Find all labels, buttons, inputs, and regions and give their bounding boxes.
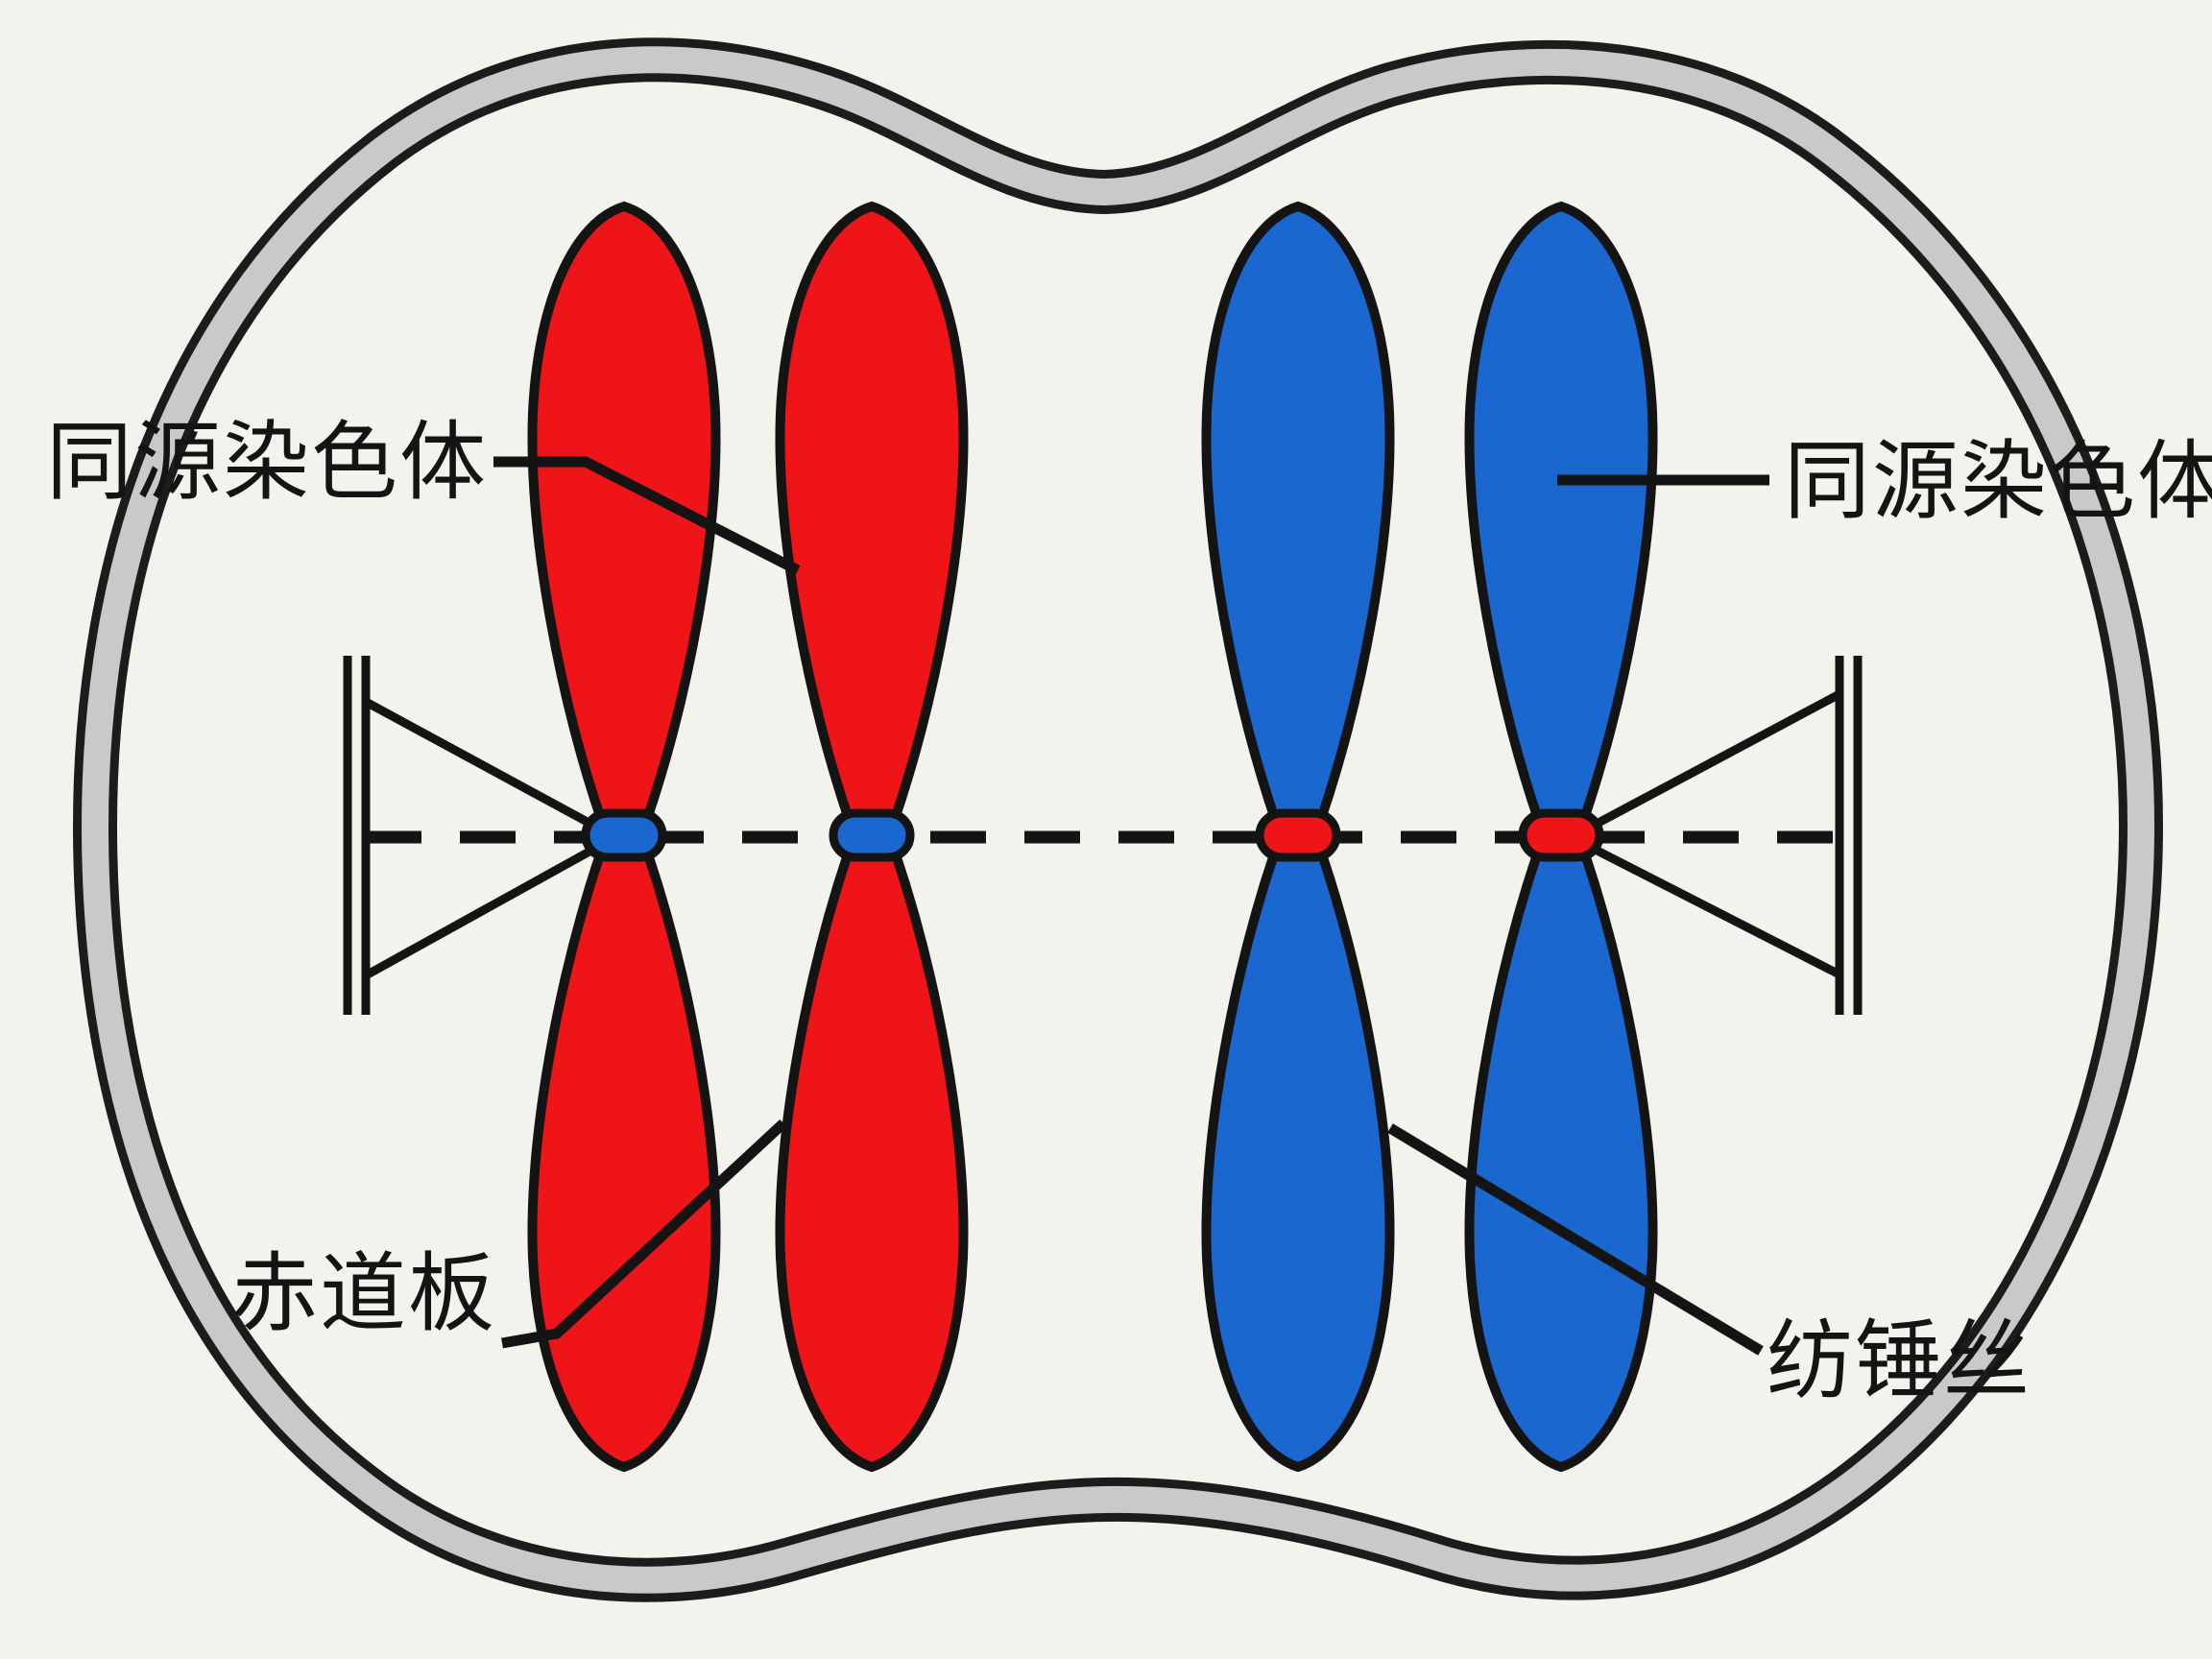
label-homologous-chromosome-right: 同源染色体 [1784,435,2212,530]
pointer-spindle-fiber [1387,1123,1764,1356]
left-spindle-pole [343,656,608,1015]
chromatid-lower [1201,844,1395,1473]
centromere [829,808,915,862]
chromosome-red-1 [527,201,721,1473]
chromosome-red-2 [775,201,969,1473]
chromosome-blue-2 [1464,201,1658,1473]
right-spindle-pole [1579,656,1863,1015]
right-spindle-fiber-lower [1579,838,1842,979]
chromatid-lower [775,844,969,1473]
left-spindle-fiber-upper [363,698,608,835]
label-homologous-chromosome-left: 同源染色体 [46,416,488,511]
label-spindle-fiber: 纺锤丝 [1767,1314,2032,1409]
left-spindle-fiber-lower [363,839,608,979]
cell-membrane-band [81,46,2155,1594]
pointer-equatorial-plate [501,1118,787,1349]
right-spindle-fiber-upper [1579,690,1842,835]
pointer-homologous-left [493,456,801,575]
centromere [1518,808,1604,862]
centromere [1255,808,1341,862]
chromosome-blue-1 [1201,201,1395,1473]
centromere [581,808,667,862]
label-equatorial-plate: 赤道板 [231,1247,496,1342]
chromatid-lower [1464,844,1658,1473]
